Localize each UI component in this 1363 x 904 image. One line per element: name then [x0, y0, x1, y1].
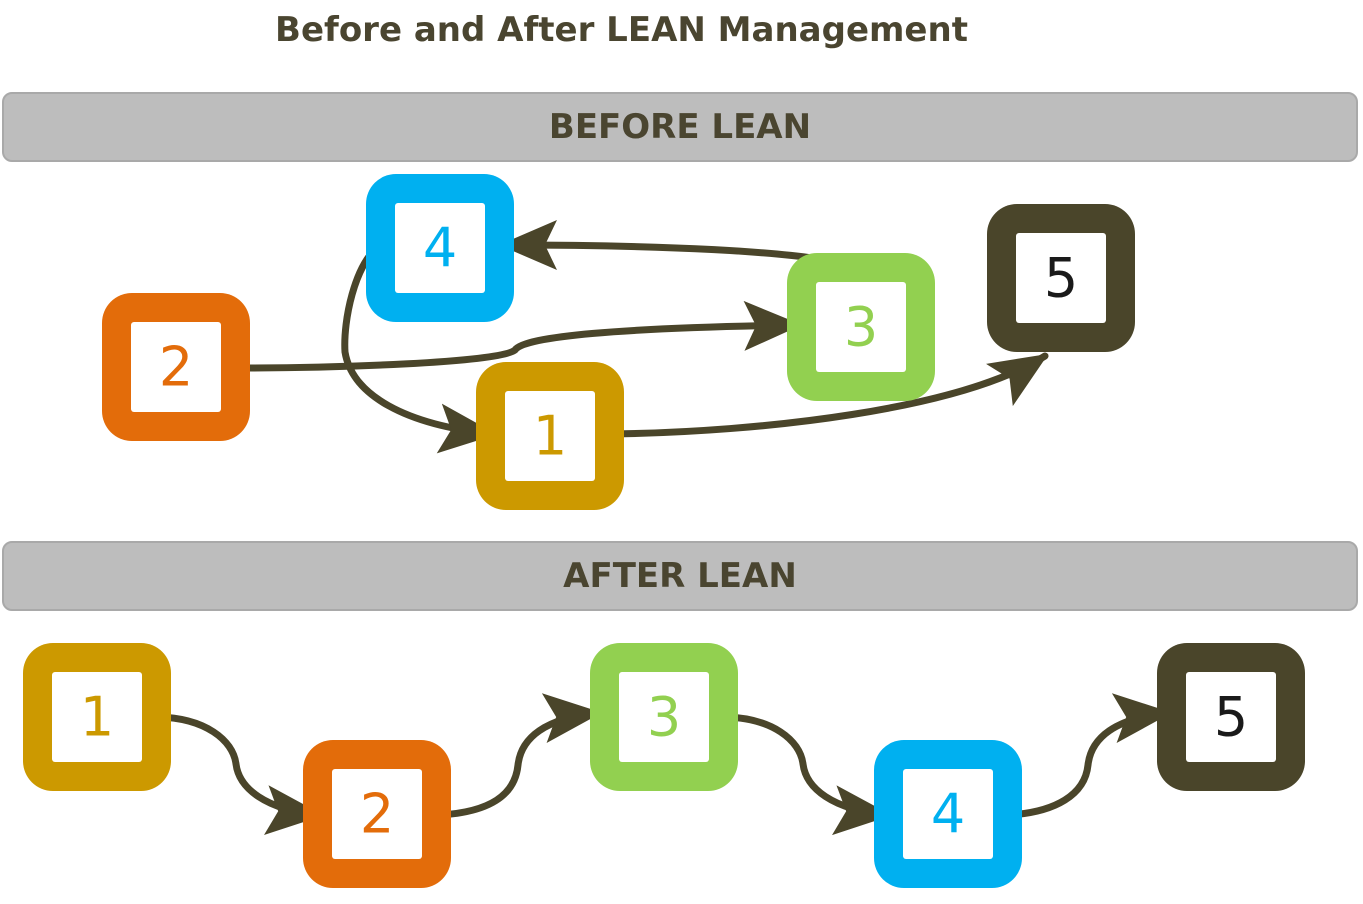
after-step-3: 3	[590, 643, 738, 791]
after-connectors	[154, 693, 1172, 836]
page-title: Before and After LEAN Management	[275, 10, 968, 50]
before-step-2: 2	[102, 293, 250, 441]
after-step-5: 5	[1157, 643, 1305, 791]
after-step-1: 1	[23, 643, 171, 791]
arrow-4-to-1	[341, 243, 497, 454]
step-number: 2	[360, 783, 394, 846]
arrow-3-to-4	[721, 713, 892, 836]
step-number: 4	[423, 217, 457, 280]
step-number: 1	[80, 686, 114, 749]
step-number: 1	[533, 405, 567, 468]
step-number: 5	[1214, 686, 1248, 749]
before-step-5: 5	[987, 204, 1135, 352]
arrow-1-to-5	[608, 352, 1049, 438]
arrow-1-to-2	[154, 713, 324, 835]
step-number: 4	[931, 783, 965, 846]
arrow-4-to-5	[1006, 693, 1172, 819]
before-lean-banner: BEFORE LEAN	[2, 92, 1358, 162]
step-number: 2	[159, 336, 193, 399]
before-step-1: 1	[476, 362, 624, 510]
after-step-2: 2	[303, 740, 451, 888]
arrow-2-to-3	[436, 693, 602, 819]
before-lean-heading: BEFORE LEAN	[548, 107, 812, 147]
after-lean-heading: AFTER LEAN	[563, 556, 797, 596]
after-lean-banner: AFTER LEAN	[2, 541, 1358, 611]
step-number: 3	[647, 686, 681, 749]
arrow-2-to-3	[236, 300, 802, 372]
step-number: 5	[1044, 247, 1078, 310]
before-step-3: 3	[787, 253, 935, 401]
before-step-4: 4	[366, 174, 514, 322]
after-step-4: 4	[874, 740, 1022, 888]
step-number: 3	[844, 296, 878, 359]
